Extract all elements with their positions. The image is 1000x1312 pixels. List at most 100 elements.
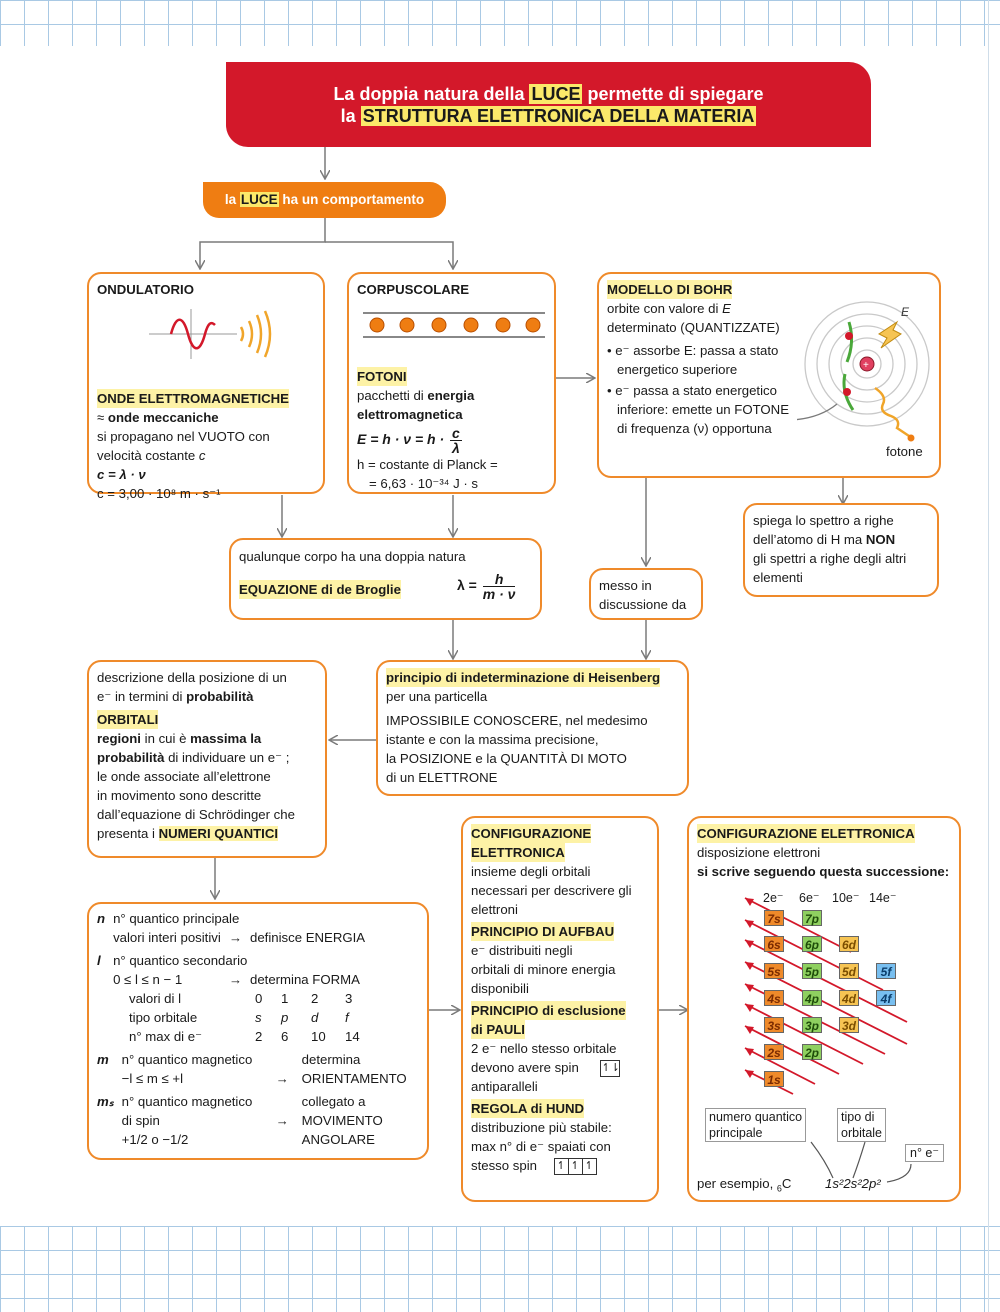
text: inferiore: emette un FOTONE [617,402,789,417]
pauli-heading: di PAULI [471,1020,525,1039]
corpuscolare-heading: CORPUSCOLARE [357,282,470,297]
text: energia [427,388,475,403]
text: orbite con valore di [607,301,719,316]
page-edge-line [988,0,989,1312]
pill-text: la [224,192,237,207]
text: −l ≤ m ≤ +l [121,1071,184,1086]
text: per esempio, [697,1176,774,1191]
spin-box: ↿ [553,1158,569,1176]
cell: 2 [255,1029,263,1044]
text: gli spettri a righe degli altri [753,551,907,566]
text: la POSIZIONE e la QUANTITÀ DI MOTO [386,751,627,766]
grid-paper-bottom [0,1226,1000,1312]
spin-box: ↿ [567,1158,583,1176]
photon-label: fotone [886,444,923,459]
text: IMPOSSIBILE CONOSCERE, nel medesimo [386,713,648,728]
orbital-4d: 4d [839,990,859,1006]
text: c [198,448,206,463]
element-symbol: C [781,1176,792,1191]
text: h [482,572,516,587]
orbital-7p: 7p [802,910,822,926]
cell: d [311,1010,319,1025]
text: ≈ [97,410,105,425]
aufbau-diagonal-arrows [744,897,908,1095]
bohr-atom-illustration: + E [797,301,930,442]
ondulatorio-heading: ONDULATORIO [97,282,194,297]
orbital-6d: 6d [839,936,859,952]
text: necessari per descrivere gli [471,883,632,898]
text: probabilità [97,750,165,765]
text: stesso spin [471,1158,537,1174]
aufbau-heading: PRINCIPIO DI AUFBAU [471,922,615,941]
title-text: la [340,106,356,126]
pauli-heading: PRINCIPIO di esclusione [471,1001,626,1020]
pill-text: ha un comportamento [282,192,425,207]
text: determina FORMA [250,972,360,987]
planck-constant-value: = 6,63 · 10⁻³⁴ J · s [369,476,479,491]
text: n° max di e⁻ [129,1029,203,1044]
grid-paper-top [0,0,1000,46]
text: di spin [121,1113,160,1128]
text: onde meccaniche [107,410,219,425]
orbital-6s: 6s [764,936,784,952]
text: dell’atomo di H ma [753,532,863,547]
title-highlight-luce: LUCE [529,84,583,104]
text: +1/2 o −1/2 [121,1132,189,1147]
text: disponibili [471,981,529,996]
text: collegato a [301,1094,366,1109]
text: • e⁻ passa a stato energetico [607,383,777,398]
label-numero-elettroni: n° e⁻ [905,1144,944,1162]
text: e⁻ in termini di [97,689,183,704]
configurazione-box: CONFIGURAZIONE ELETTRONICA insieme degli… [461,816,659,1202]
text: m · ν [482,586,516,602]
text: c [450,425,462,441]
example-configuration: 1s²2s²2p² [825,1176,881,1191]
text: per una particella [386,689,488,704]
column-head: 2e⁻ [763,891,784,905]
text: E [722,301,731,316]
parallel-spins-icon: ↿↿↿ [553,1158,597,1176]
arrow: → [275,1071,289,1086]
cell: 2 [311,991,319,1006]
heisenberg-box: principio di indeterminazione di Heisenb… [376,660,689,796]
text: si scrive seguendo questa successione: [697,864,950,879]
text: di frequenza (ν) opportuna [617,421,772,436]
cell: p [281,1010,289,1025]
debroglie-box: qualunque corpo ha una doppia natura EQU… [229,538,542,620]
text: n° quantico magnetico [121,1052,253,1067]
hund-heading: REGOLA di HUND [471,1099,585,1119]
orbital-7s: 7s [764,910,784,926]
text: valori di l [129,991,182,1006]
text: max n° di e⁻ spaiati con [471,1139,611,1155]
text: insieme degli orbitali [471,864,591,879]
orbital-3s: 3s [764,1017,784,1033]
column-head: 6e⁻ [799,891,820,905]
text: numero quantico [709,1110,803,1124]
text: elettroni [471,902,518,917]
symbol-ms: mₛ [97,1094,114,1109]
pill-highlight: LUCE [239,192,279,207]
messo-box: messo in discussione da [589,568,703,620]
text: presenta i [97,826,155,841]
text: dall’equazione di Schrödinger che [97,807,295,822]
text: istante e con la massima precisione, [386,732,599,747]
configurazione-heading: ELETTRONICA [471,843,565,862]
energy-label: E [901,305,910,319]
luce-behavior-pill: la LUCE ha un comportamento [203,182,446,218]
cell: 10 [311,1029,326,1044]
arrow: → [228,930,242,945]
wave-formula: c = λ · ν [97,467,146,482]
symbol-l: l [97,953,101,968]
text: 2 e⁻ nello stesso orbitale [471,1041,617,1056]
text: tipo orbitale [129,1010,198,1025]
text: n° quantico magnetico [121,1094,253,1109]
text: di un ELETTRONE [386,770,498,785]
orbital-5f: 5f [876,963,896,979]
spin-box: ↿ [581,1158,597,1176]
text: velocità costante [97,448,196,463]
text: valori interi positivi [113,930,221,945]
